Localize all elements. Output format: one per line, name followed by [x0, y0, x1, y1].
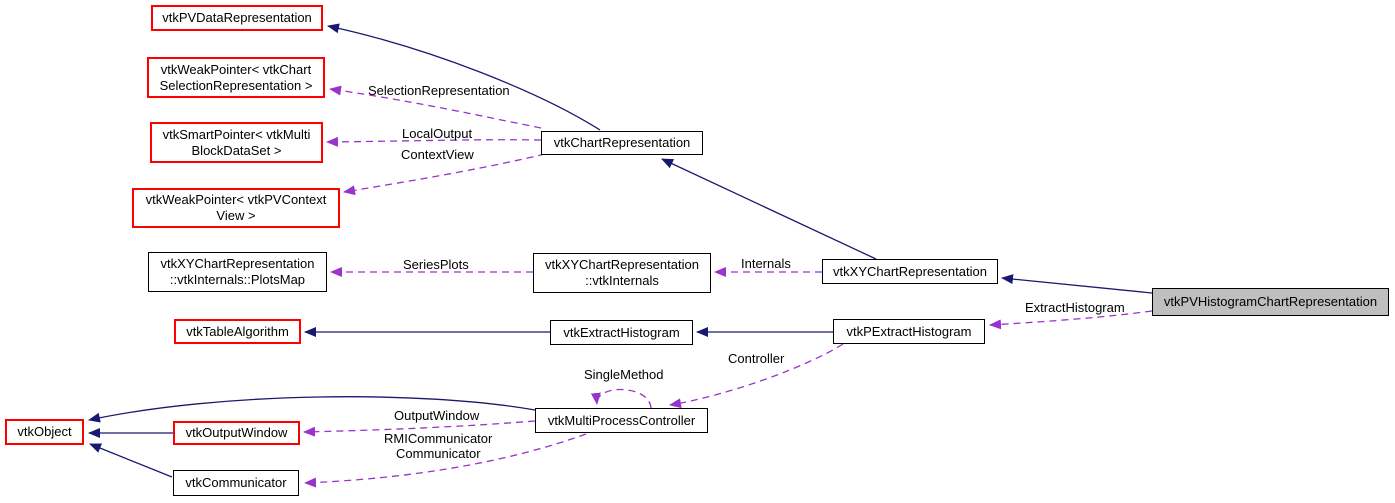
node-vtkmultiprocesscontroller[interactable]: vtkMultiProcessController	[535, 408, 708, 433]
usage-edge-extracthistogram	[989, 310, 1153, 330]
edge-label-extract-histogram: ExtractHistogram	[1025, 300, 1125, 315]
edge-label-output-window: OutputWindow	[394, 408, 480, 423]
edge-label-local-output: LocalOutput	[402, 126, 473, 141]
node-vtkweakpointer-vtkchartselectionrepresentation[interactable]: vtkWeakPointer< vtkChart SelectionRepres…	[147, 57, 325, 98]
node-vtkobject[interactable]: vtkObject	[5, 419, 84, 445]
edge-label-selection-representation: SelectionRepresentation	[368, 83, 510, 98]
node-vtkextracthistogram[interactable]: vtkExtractHistogram	[550, 320, 693, 345]
inheritance-edge-chartrepresentation-to-pvdatarepresentation	[327, 23, 601, 131]
node-vtkpvhistogramchartrepresentation: vtkPVHistogramChartRepresentation	[1152, 288, 1389, 316]
node-vtkpvdatarepresentation[interactable]: vtkPVDataRepresentation	[151, 5, 323, 31]
inheritance-edge-pvhistogramchartrepresentation-to-xychartrepresentation	[1001, 274, 1153, 294]
node-vtkoutputwindow[interactable]: vtkOutputWindow	[173, 421, 300, 445]
inheritance-edge-xychartrepresentation-to-chartrepresentation	[661, 158, 877, 260]
node-vtkcommunicator[interactable]: vtkCommunicator	[173, 470, 299, 496]
edge-label-controller: Controller	[728, 351, 785, 366]
usage-edge-controller	[669, 343, 844, 409]
node-vtkxychartrepresentation[interactable]: vtkXYChartRepresentation	[822, 259, 998, 284]
node-vtkxychartrepresentation-vtkinternals[interactable]: vtkXYChartRepresentation ::vtkInternals	[533, 253, 711, 293]
node-vtksmartpointer-vtkmultiblockdataset[interactable]: vtkSmartPointer< vtkMulti BlockDataSet >	[150, 122, 323, 163]
edge-label-rmi-communicator: RMICommunicator	[384, 431, 493, 446]
usage-edge-singlemethod-self-loop	[590, 388, 652, 409]
edge-label-communicator: Communicator	[396, 446, 481, 461]
edge-label-single-method: SingleMethod	[584, 367, 664, 382]
edge-label-series-plots: SeriesPlots	[403, 257, 469, 272]
node-vtkchartrepresentation[interactable]: vtkChartRepresentation	[541, 131, 703, 155]
edge-label-internals: Internals	[741, 256, 791, 271]
node-vtktablealgorithm[interactable]: vtkTableAlgorithm	[174, 319, 301, 344]
usage-edge-contextview	[343, 153, 546, 196]
inheritance-edge-communicator-to-vtkobject	[89, 443, 173, 478]
node-vtkpextracthistogram[interactable]: vtkPExtractHistogram	[833, 319, 985, 344]
node-vtkxychartrepresentation-vtkinternals-plotsmap[interactable]: vtkXYChartRepresentation ::vtkInternals:…	[148, 252, 327, 292]
usage-edge-selectionrepresentation	[329, 85, 542, 129]
node-vtkweakpointer-vtkpvcontextview[interactable]: vtkWeakPointer< vtkPVContext View >	[132, 188, 340, 228]
inheritance-edge-multiprocesscontroller-to-vtkobject	[88, 396, 536, 423]
edge-label-context-view: ContextView	[401, 147, 474, 162]
usage-edge-outputwindow	[303, 420, 536, 437]
usage-edge-localoutput	[326, 136, 542, 147]
